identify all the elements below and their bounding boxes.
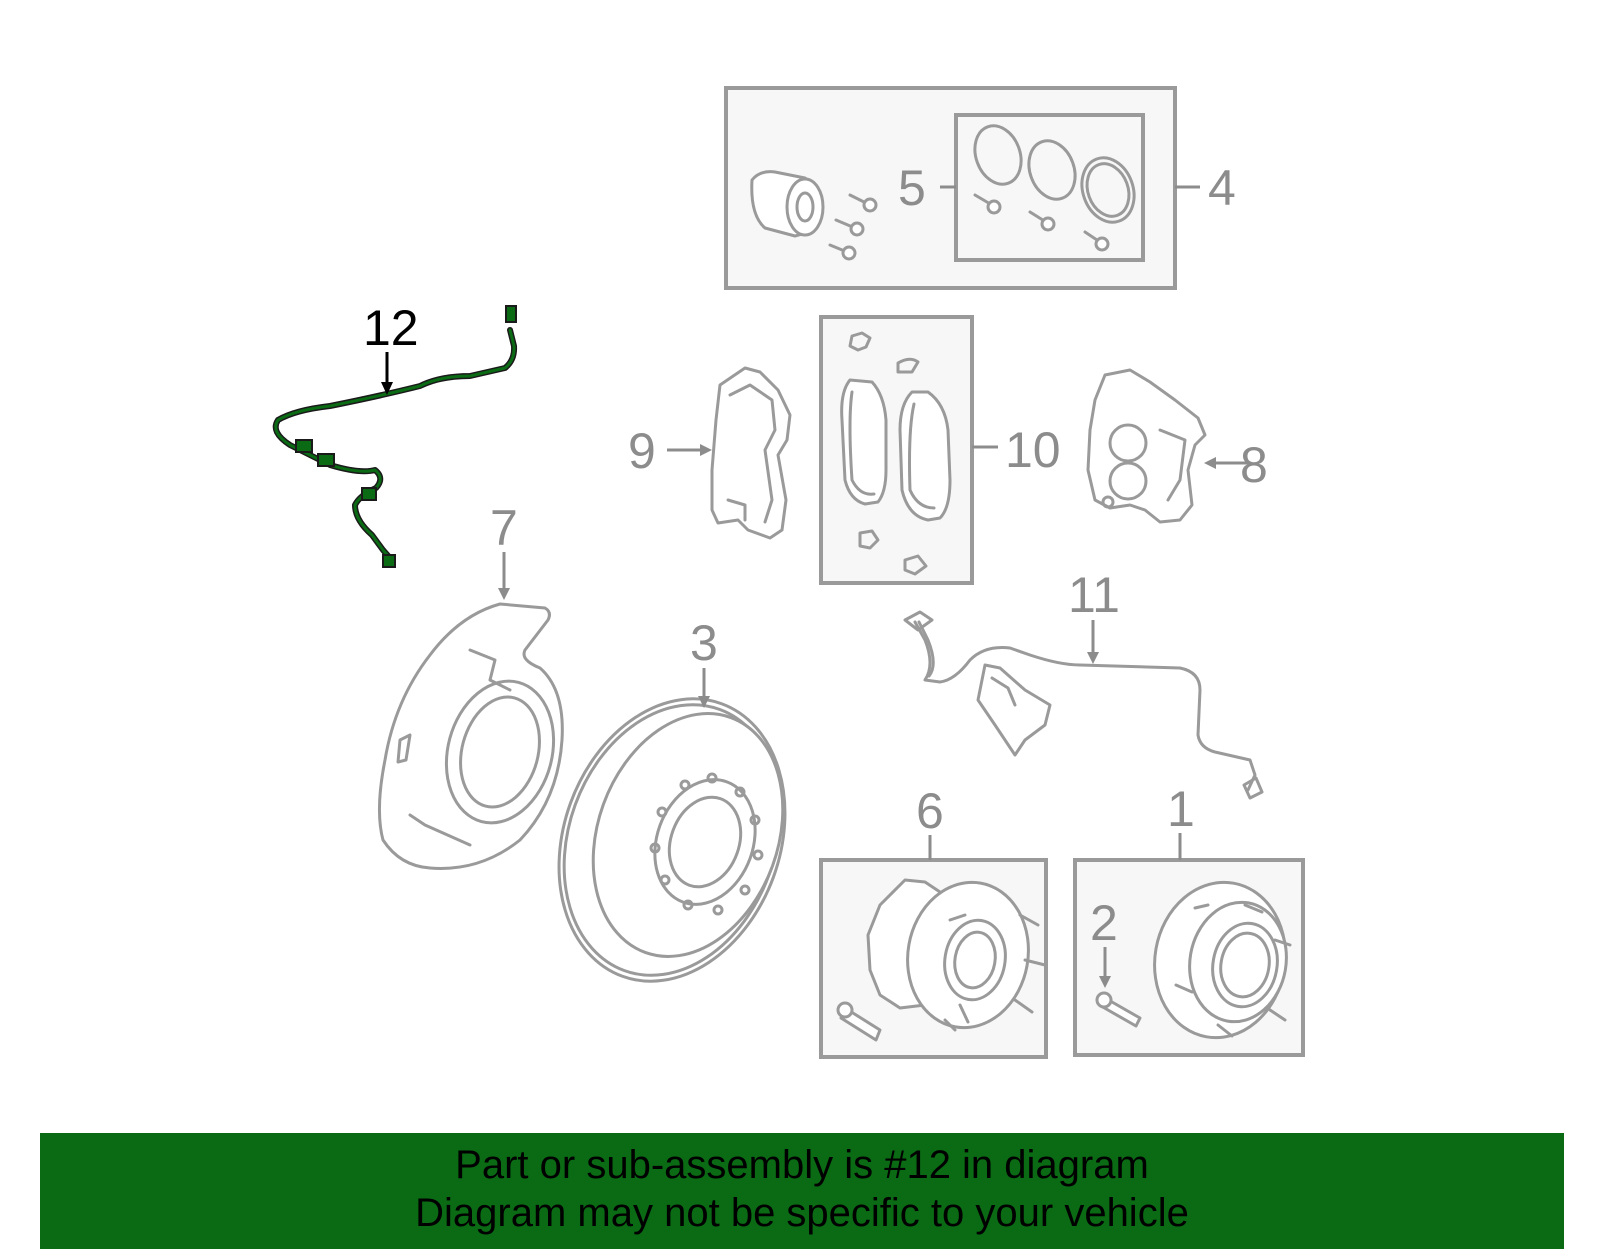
part-11-abs-sensor-wire[interactable] [903,610,1264,800]
part-7-splash-shield[interactable] [377,602,568,870]
callout-7: 7 [490,500,518,556]
part-3-brake-rotor[interactable] [521,667,823,1013]
callout-9: 9 [628,423,656,479]
part-10-brake-pad-set[interactable] [819,315,974,585]
callout-1: 1 [1167,781,1195,837]
callout-12: 12 [363,300,419,356]
part-1-hub-and-bearing[interactable] [1073,858,1305,1057]
callout-3: 3 [690,615,718,671]
callout-10: 10 [1005,422,1061,478]
footer-line-disclaimer: Diagram may not be specific to your vehi… [415,1191,1189,1235]
part-6-hub-assembly[interactable] [819,858,1048,1059]
callout-5: 5 [898,160,926,216]
part-4-caliper-repair-kit[interactable] [724,86,1177,290]
footer-line-part-number: Part or sub-assembly is #12 in diagram [455,1143,1149,1187]
part-2-wheel-stud[interactable] [1095,991,1142,1028]
callout-4: 4 [1208,160,1236,216]
part-9-caliper-bracket[interactable] [710,366,792,540]
callout-2: 2 [1090,895,1118,951]
callout-11: 11 [1068,567,1120,623]
part-8-brake-caliper[interactable] [1086,368,1207,524]
footer-banner: Part or sub-assembly is #12 in diagram D… [40,1133,1564,1249]
part-12-abs-sensor-wire[interactable] [272,305,518,568]
callout-6: 6 [916,783,944,839]
callout-8: 8 [1240,437,1268,493]
